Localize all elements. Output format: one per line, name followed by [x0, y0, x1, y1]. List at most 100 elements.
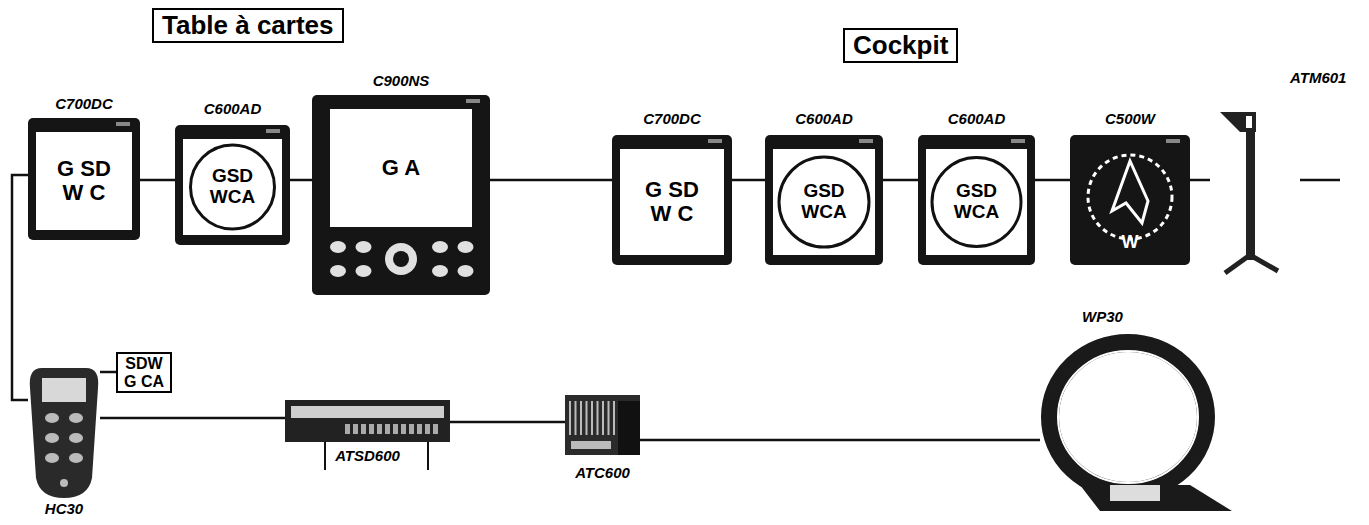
keypad-button — [330, 265, 346, 277]
mast-base — [1225, 255, 1278, 273]
terminal-block — [425, 424, 430, 434]
display-frame — [918, 135, 1035, 265]
terminal-block — [393, 424, 398, 434]
mast-pole — [1246, 130, 1255, 260]
logo-mark — [859, 139, 873, 143]
screen-area: W — [1110, 229, 1150, 257]
dial-ring — [932, 158, 1021, 247]
screen-text: GSD WCA — [951, 181, 1003, 223]
heat-fin — [580, 401, 582, 435]
display-frame — [175, 125, 290, 245]
screen-area: G SD W C — [620, 149, 724, 255]
terminal-block — [385, 424, 390, 434]
masthead-unit: ATM601 — [1210, 110, 1300, 275]
terminal-block — [401, 424, 406, 434]
display-screen — [330, 109, 472, 227]
masthead-unit-art — [1210, 110, 1300, 275]
analog-display: C600ADGSD WCA — [765, 135, 883, 265]
cable — [140, 179, 175, 182]
heat-fin — [586, 401, 588, 435]
screen-text: G A — [356, 156, 446, 180]
terminal-wire — [427, 442, 429, 470]
keypad-button — [432, 241, 448, 253]
remote-body — [30, 368, 99, 498]
display-frame — [765, 135, 883, 265]
rotary-knob — [385, 243, 417, 275]
cable — [450, 421, 565, 424]
wind-dial — [1088, 155, 1172, 239]
bus-wire — [1300, 179, 1340, 182]
model-name: WP30 — [1080, 309, 1125, 326]
screen-text: GSD WCA — [798, 181, 850, 223]
remote-led — [60, 479, 68, 487]
model-name: C600AD — [793, 111, 855, 128]
logo-mark — [1166, 139, 1180, 143]
display-frame — [28, 118, 140, 240]
terminal-block — [369, 424, 374, 434]
display-frame — [1070, 135, 1190, 265]
connector-row — [571, 441, 611, 449]
computer-strip — [291, 406, 444, 418]
label-box: SDW G CA — [116, 352, 172, 393]
cable — [290, 179, 312, 182]
logo-mark — [116, 122, 130, 126]
rotary-knob-center — [393, 251, 409, 267]
display-frame — [312, 95, 490, 295]
terminal-block — [433, 424, 438, 434]
cable — [640, 439, 1040, 442]
heat-fin — [608, 401, 610, 435]
model-name: ATSD600 — [333, 448, 402, 465]
heat-fin — [591, 401, 593, 435]
multifunction-display: C900NSG A — [312, 95, 490, 295]
control-unit: ATC600 — [565, 395, 640, 455]
cable — [100, 371, 116, 374]
keypad-button — [458, 241, 474, 253]
screen-text: G SD W C — [640, 178, 704, 226]
heat-fin — [569, 401, 571, 435]
wind-arrow — [1112, 161, 1148, 223]
model-name: C900NS — [371, 73, 432, 90]
keypad-button — [356, 241, 372, 253]
screen-text: W — [1115, 233, 1145, 253]
remote-button — [45, 413, 59, 423]
screen-area: GSD WCA — [183, 139, 282, 235]
fluxgate-compass: WP30 — [1040, 335, 1235, 513]
autopilot-computer-art — [285, 400, 450, 442]
cable — [732, 179, 765, 182]
heat-fin — [602, 401, 604, 435]
terminal-block — [409, 424, 414, 434]
model-name: C600AD — [946, 111, 1008, 128]
box-label: SDW G CA — [122, 355, 166, 390]
terminal-block — [345, 424, 350, 434]
label-box: Table à cartes — [152, 8, 344, 43]
screen-area: G A — [330, 109, 472, 227]
compass-base — [1080, 485, 1232, 511]
keypad-button — [356, 265, 372, 277]
cable — [1035, 179, 1070, 182]
cable — [883, 179, 918, 182]
model-name: ATM601 — [1288, 70, 1348, 87]
compass-ring-edge — [1058, 351, 1198, 483]
display-screen — [620, 149, 724, 255]
keypad-button — [432, 265, 448, 277]
remote-button — [45, 433, 59, 443]
autopilot-computer: ATSD600 — [285, 400, 450, 442]
display-frame — [612, 135, 732, 265]
dial-ring — [779, 157, 869, 247]
compass-plate — [1110, 485, 1160, 501]
logo-mark — [466, 99, 480, 103]
display-screen — [183, 139, 282, 235]
terminal-block — [377, 424, 382, 434]
label-box: Cockpit — [843, 28, 958, 63]
model-name: ATC600 — [573, 465, 632, 482]
multifunction-display-art — [312, 95, 490, 295]
dial-ring — [191, 145, 275, 229]
remote-screen — [42, 378, 86, 402]
terminal-wire — [324, 442, 326, 470]
model-name: C500W — [1103, 111, 1157, 128]
computer-case — [285, 400, 450, 442]
remote-button — [69, 453, 83, 463]
wind-vane — [1220, 112, 1256, 132]
compass-ring — [1050, 343, 1206, 491]
